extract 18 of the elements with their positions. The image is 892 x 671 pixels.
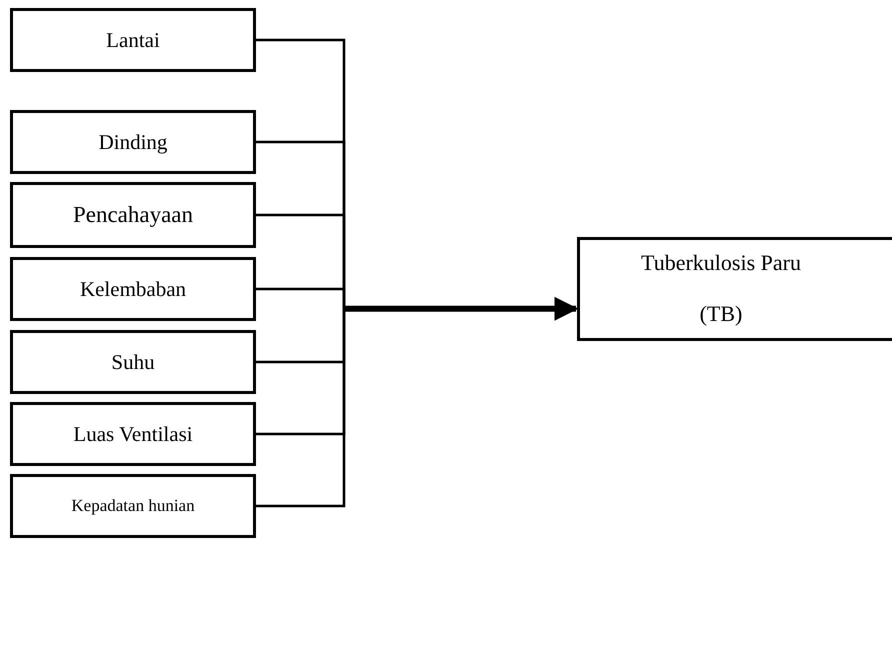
node-label: Pencahayaan [72, 202, 194, 228]
connector-line [256, 288, 346, 309]
node-label: Kepadatan hunian [71, 496, 195, 516]
factor-box [10, 474, 256, 538]
factor-box [10, 182, 256, 248]
factor-box [10, 402, 256, 466]
node-label: Kelembaban [80, 276, 186, 302]
node-label: Luas Ventilasi [73, 422, 193, 446]
arrow [343, 296, 578, 321]
factor-box [10, 330, 256, 394]
factor-box [10, 257, 256, 321]
node-label: Dinding [98, 130, 168, 154]
outcome-box [577, 237, 892, 341]
factor-box [10, 8, 256, 72]
factor-box [10, 110, 256, 174]
node-label: Lantai [106, 28, 160, 52]
node-label: Suhu [111, 350, 155, 374]
node-label: Tuberkulosis Paru (TB) [640, 249, 802, 328]
